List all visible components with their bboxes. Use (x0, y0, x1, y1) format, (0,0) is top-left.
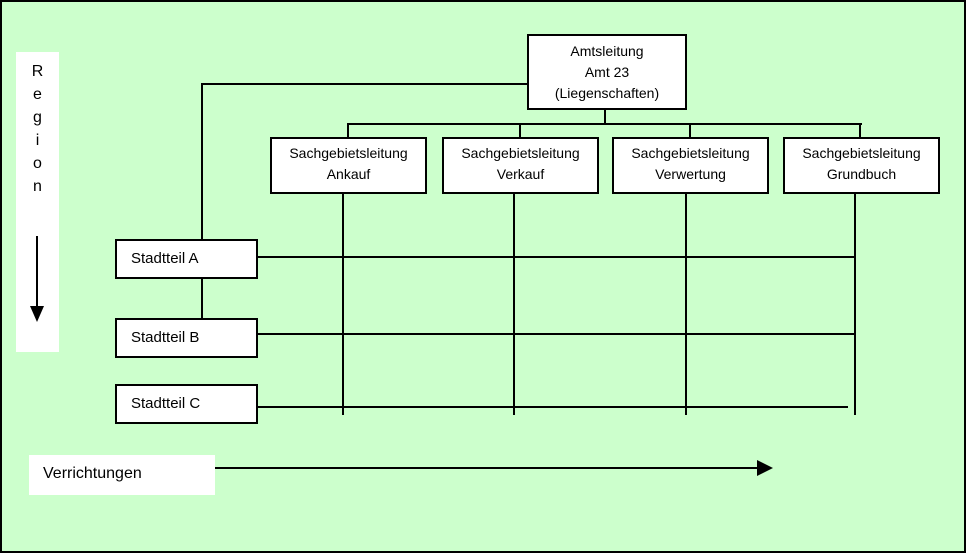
grid-row-line-b (257, 333, 856, 335)
dept-stub-4 (859, 123, 861, 137)
org-box-line: Sachgebietsleitung (289, 145, 408, 161)
grid-row-line-c (257, 406, 848, 408)
root-bottom-stub (604, 109, 606, 125)
dept-stub-2 (519, 123, 521, 137)
org-box-line: Grundbuch (826, 166, 897, 182)
dept-stub-1 (347, 123, 349, 137)
districts-vline-lower (201, 279, 203, 319)
org-box-line: Ankauf (326, 166, 371, 182)
org-box-line: Sachgebietsleitung (461, 145, 580, 161)
grid-col-line-2 (513, 193, 515, 415)
grid-col-line-4 (854, 193, 856, 415)
grid-col-line-3 (685, 193, 687, 415)
root-to-districts-hline (201, 83, 528, 85)
districts-vline-upper (201, 83, 203, 240)
down-arrow-shaft (36, 236, 38, 308)
district-box-stadtteil-b: Stadtteil B (115, 318, 258, 358)
horizontal-axis-verrichtungen: Verrichtungen (29, 455, 215, 495)
departments-connector-hline (348, 123, 862, 125)
district-box-stadtteil-c: Stadtteil C (115, 384, 258, 424)
right-arrow-shaft (215, 467, 757, 469)
axis-letter: R (31, 63, 44, 80)
down-arrow-icon (30, 306, 44, 322)
vertical-axis-region: R e g i o n (16, 52, 59, 352)
org-box-verkauf: Sachgebietsleitung Verkauf (442, 137, 599, 194)
axis-letter: g (33, 109, 42, 126)
org-box-verwertung: Sachgebietsleitung Verwertung (612, 137, 769, 194)
org-box-grundbuch: Sachgebietsleitung Grundbuch (783, 137, 940, 194)
axis-letter: o (33, 155, 42, 172)
axis-letter: e (33, 86, 42, 103)
org-box-line: (Liegenschaften) (554, 85, 660, 101)
dept-stub-3 (689, 123, 691, 137)
district-box-stadtteil-a: Stadtteil A (115, 239, 258, 279)
org-box-line: Sachgebietsleitung (631, 145, 750, 161)
org-box-line: Verkauf (496, 166, 545, 182)
org-box-line: Sachgebietsleitung (802, 145, 921, 161)
vertical-axis-label: R e g i o n (16, 60, 59, 198)
axis-letter: n (33, 178, 42, 195)
org-box-ankauf: Sachgebietsleitung Ankauf (270, 137, 427, 194)
grid-row-line-a (257, 256, 856, 258)
org-box-amtsleitung: Amtsleitung Amt 23 (Liegenschaften) (527, 34, 687, 110)
grid-col-line-1 (342, 193, 344, 415)
org-box-line: Amt 23 (584, 64, 630, 80)
right-arrow-icon (757, 460, 773, 476)
org-box-line: Amtsleitung (570, 43, 644, 59)
horizontal-axis-label: Verrichtungen (43, 465, 142, 482)
axis-letter: i (35, 132, 40, 149)
org-box-line: Verwertung (655, 166, 726, 182)
